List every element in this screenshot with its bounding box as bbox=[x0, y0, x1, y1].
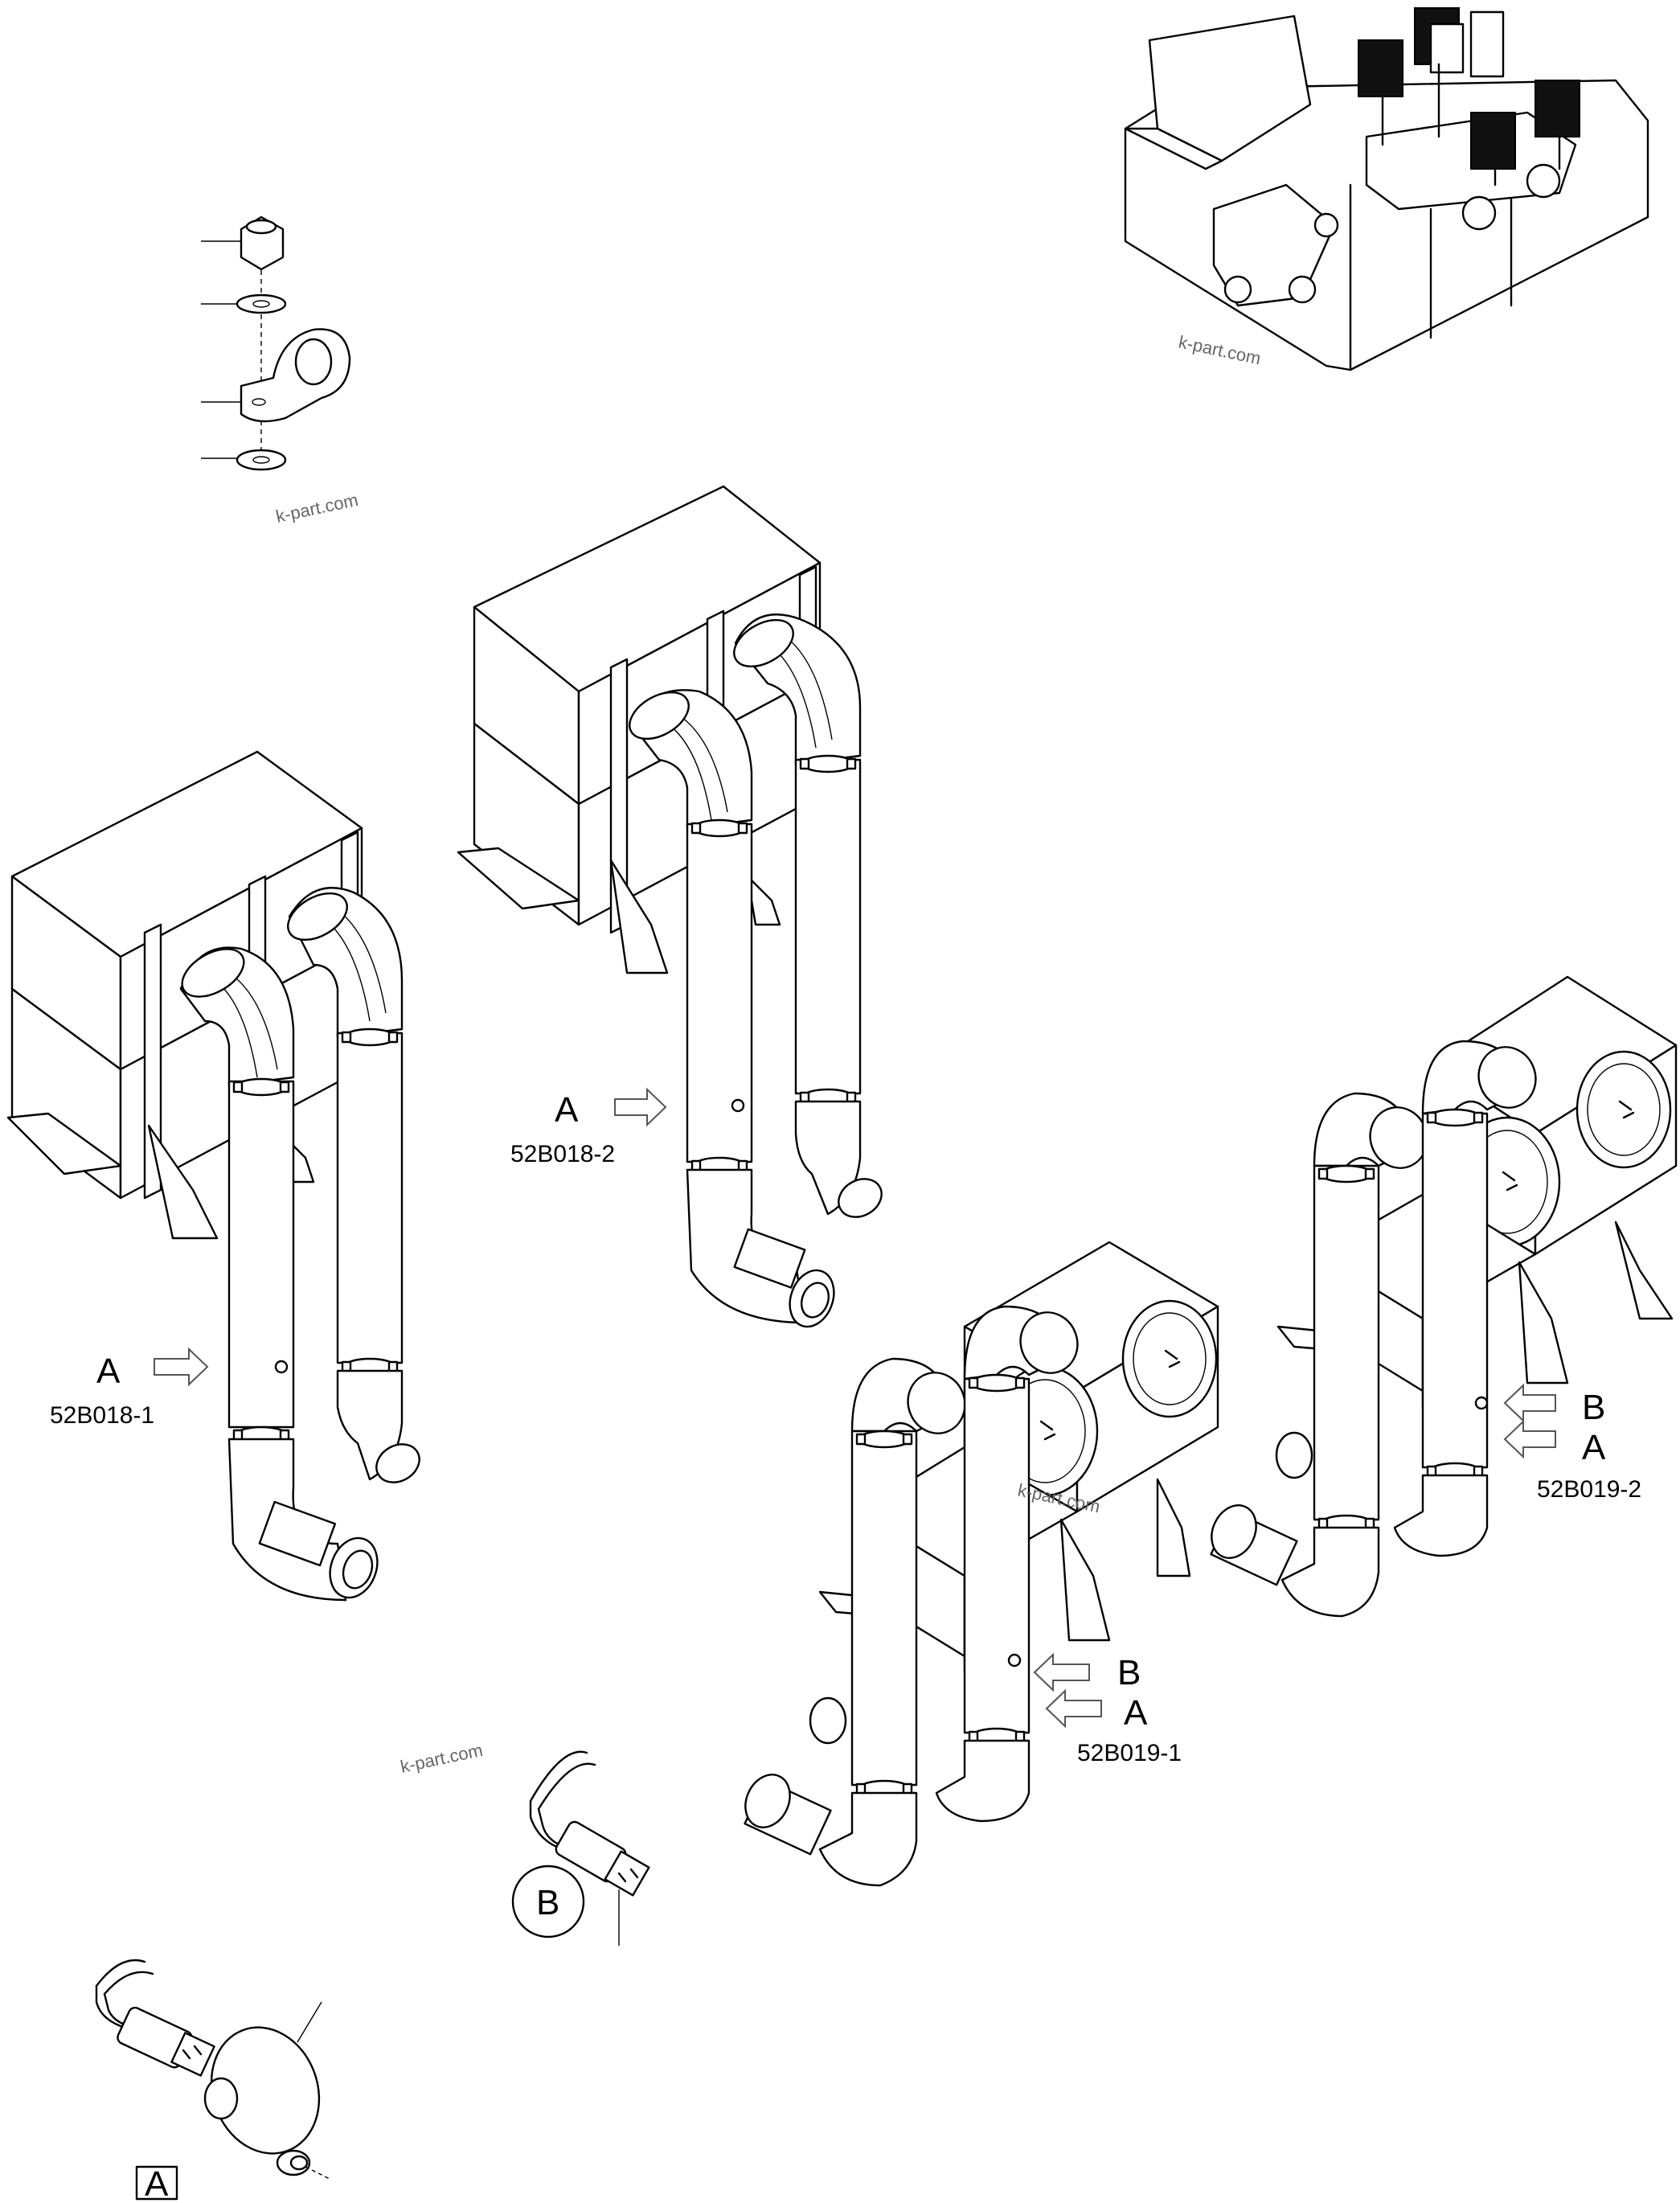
view-code-52b018-2: 52B018-2 bbox=[510, 1141, 615, 1167]
detail-a-label: A bbox=[145, 2164, 169, 2203]
detail-b-callout-circle bbox=[511, 1865, 585, 1938]
view-letter-a-52b018-2: A bbox=[555, 1090, 579, 1130]
assembly-52b019-2: B A 52B019-2 bbox=[1210, 975, 1678, 1618]
p-clamp bbox=[240, 328, 351, 423]
clamp-hardware-exploded: k-part.com bbox=[201, 215, 360, 527]
view-code-52b019-2: 52B019-2 bbox=[1537, 1476, 1641, 1503]
assembly-52b018-2: A 52B018-2 bbox=[457, 485, 883, 1328]
washer-upper bbox=[236, 293, 287, 314]
watermark-hardware: k-part.com bbox=[274, 490, 360, 527]
arrow-icon-a-52b018-1 bbox=[154, 1347, 209, 1387]
view-letter-b-52b019-2: B bbox=[1582, 1388, 1605, 1427]
watermark-left: k-part.com bbox=[399, 1740, 485, 1777]
arrow-icon-a-52b019-2 bbox=[1503, 1419, 1556, 1459]
arrow-icon-b-52b019-1 bbox=[1033, 1652, 1090, 1692]
view-letter-a-52b019-1: A bbox=[1124, 1693, 1148, 1733]
view-letter-a-52b019-2: A bbox=[1582, 1428, 1606, 1467]
arrow-icon-b-52b019-2 bbox=[1503, 1383, 1556, 1423]
washer-lower bbox=[236, 449, 287, 471]
view-letter-a-52b018-1: A bbox=[96, 1352, 121, 1391]
view-code-52b019-1: 52B019-1 bbox=[1077, 1740, 1182, 1766]
assembly-52b018-1: A 52B018-1 bbox=[6, 750, 420, 1602]
detail-a-pressure-switch: A bbox=[95, 1959, 330, 2203]
view-letter-b-52b019-1: B bbox=[1117, 1653, 1141, 1692]
view-code-52b018-1: 52B018-1 bbox=[50, 1402, 154, 1429]
arrow-icon-a-52b018-2 bbox=[614, 1087, 667, 1127]
watermark-overview: k-part.com bbox=[1177, 331, 1263, 368]
machine-overview-illustration: k-part.com bbox=[1124, 7, 1649, 371]
detail-b-sensor: k-part.com B bbox=[399, 1740, 650, 1946]
detail-b-label: B bbox=[536, 1883, 559, 1922]
assembly-52b019-1: B A 52B019-1 k-part.com bbox=[744, 1241, 1219, 1887]
arrow-icon-a-52b019-1 bbox=[1045, 1688, 1102, 1729]
detail-a-callout-box bbox=[135, 2165, 178, 2201]
